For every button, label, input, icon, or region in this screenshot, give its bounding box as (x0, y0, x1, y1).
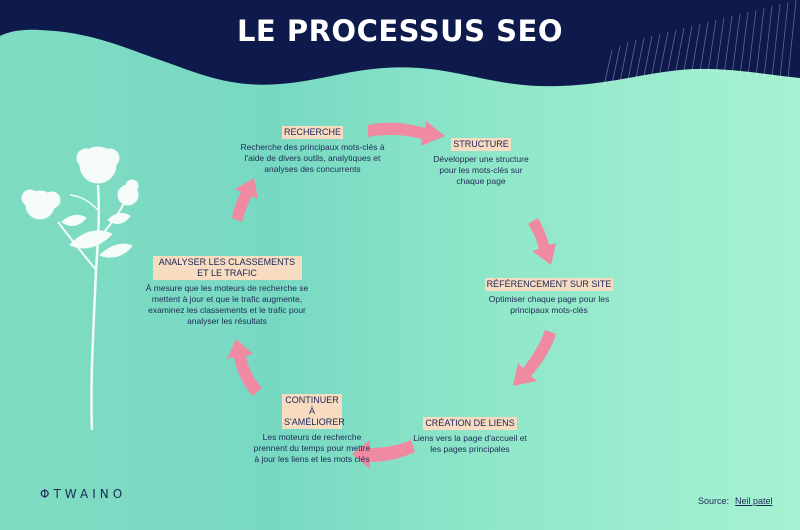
arrow-4 (352, 440, 415, 469)
step-structure: STRUCTURE Développer une structure pour … (428, 134, 534, 187)
source-label: Source: (698, 496, 730, 506)
arrow-5 (227, 339, 262, 396)
step-heading: CONTINUER À S'AMÉLIORER (282, 394, 345, 429)
step-recherche: RECHERCHE Recherche des principaux mots-… (240, 122, 385, 175)
page-title: LE PROCESSUS SEO (236, 14, 564, 48)
step-creation-liens: CRÉATION DE LIENS Liens vers la page d'a… (412, 413, 528, 455)
source-link[interactable]: Neil patel (735, 496, 773, 506)
step-description: Liens vers la page d'accueil et les page… (413, 433, 527, 454)
arrow-2 (528, 218, 556, 265)
logo-text: TWAINO (53, 487, 127, 501)
step-continuer: CONTINUER À S'AMÉLIORER Les moteurs de r… (252, 394, 372, 465)
step-referencement: RÉFÉRENCEMENT SUR SITE Optimiser chaque … (470, 274, 628, 316)
step-heading: RÉFÉRENCEMENT SUR SITE (484, 278, 614, 291)
step-heading: CRÉATION DE LIENS (423, 417, 517, 430)
logo-symbol: Φ (40, 487, 54, 501)
arrow-3 (513, 330, 556, 386)
step-description: Optimiser chaque page pour les principau… (488, 294, 610, 315)
step-heading: ANALYSER LES CLASSEMENTS ET LE TRAFIC (152, 256, 302, 280)
header-banner (0, 0, 800, 110)
step-description: Les moteurs de recherche prennent du tem… (253, 432, 371, 464)
step-heading: STRUCTURE (451, 138, 511, 151)
brand-logo: ΦTWAINO (40, 487, 126, 501)
source-credit: Source: Neil patel (698, 496, 773, 506)
arrow-6 (232, 178, 258, 222)
step-description: Développer une structure pour les mots-c… (433, 154, 529, 186)
step-description: À mesure que les moteurs de recherche se… (145, 283, 309, 326)
step-analyser: ANALYSER LES CLASSEMENTS ET LE TRAFIC À … (142, 256, 312, 327)
step-description: Recherche des principaux mots-clés à l'a… (240, 142, 385, 174)
arrow-1 (368, 121, 445, 146)
step-heading: RECHERCHE (281, 126, 343, 139)
